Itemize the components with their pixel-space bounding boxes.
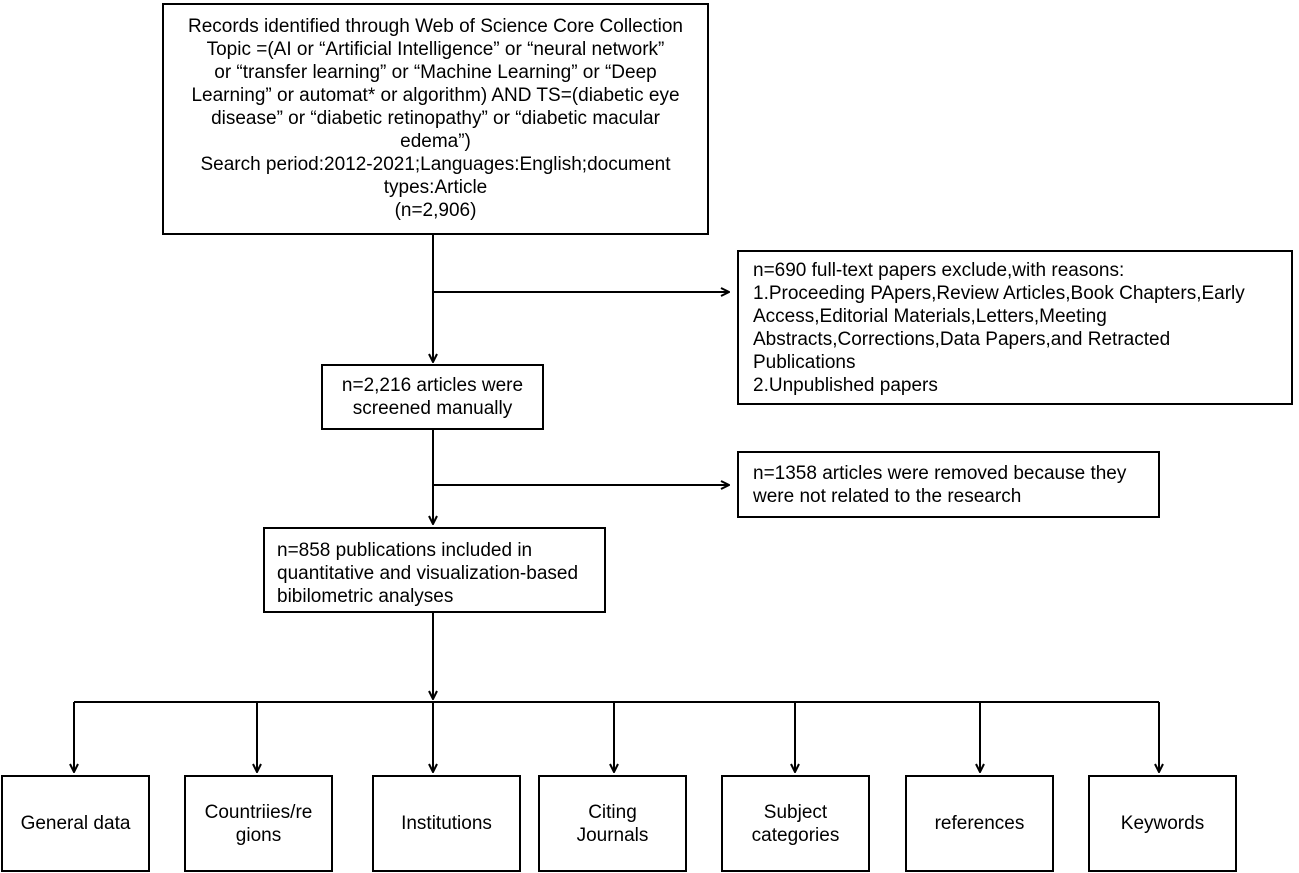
category-label: Subject bbox=[763, 801, 828, 823]
exclusion-line: Access,Editorial Materials,Letters,Meeti… bbox=[753, 306, 1107, 327]
category-label: General data bbox=[20, 813, 131, 834]
identification-count: (n=2,906) bbox=[394, 200, 477, 221]
identification-line: types:Article bbox=[383, 177, 488, 198]
category-label: Citing bbox=[588, 801, 637, 823]
screened-line: n=2,216 articles were bbox=[341, 375, 524, 396]
exclusion-box-unrelated: n=1358 articles were removed because the… bbox=[737, 451, 1160, 518]
category-label: categories bbox=[751, 824, 840, 846]
category-label: Keywords bbox=[1120, 813, 1205, 834]
category-label: Institutions bbox=[401, 813, 492, 834]
identification-line: Learning” or automat* or algorithm) AND … bbox=[191, 85, 680, 106]
category-label: Countriies/re bbox=[204, 801, 313, 823]
screened-line: screened manually bbox=[352, 398, 513, 419]
exclusion-line: 1.Proceeding PApers,Review Articles,Book… bbox=[753, 283, 1245, 304]
identification-line: disease” or “diabetic retinopathy” or “d… bbox=[211, 108, 660, 129]
identification-line: or “transfer learning” or “Machine Learn… bbox=[214, 62, 657, 83]
category-box-references: references bbox=[905, 775, 1054, 872]
exclusion-box-full-text: n=690 full-text papers exclude,with reas… bbox=[737, 250, 1293, 405]
identification-box: Records identified through Web of Scienc… bbox=[162, 3, 709, 235]
category-box-subject-categories: Subject categories bbox=[721, 775, 870, 872]
exclusion-line: n=690 full-text papers exclude,with reas… bbox=[753, 260, 1125, 281]
category-label: gions bbox=[235, 824, 282, 846]
included-line: quantitative and visualization-based bbox=[277, 563, 579, 584]
identification-line: Records identified through Web of Scienc… bbox=[188, 16, 683, 37]
exclusion-line: n=1358 articles were removed because the… bbox=[753, 463, 1127, 484]
screened-box: n=2,216 articles were screened manually bbox=[321, 364, 544, 430]
category-label: references bbox=[934, 813, 1025, 834]
included-box: n=858 publications included in quantitat… bbox=[263, 527, 606, 613]
exclusion-line: were not related to the research bbox=[753, 486, 1022, 507]
exclusion-line: Abstracts,Corrections,Data Papers,and Re… bbox=[753, 329, 1171, 350]
category-box-keywords: Keywords bbox=[1088, 775, 1237, 872]
category-box-countries-regions: Countriies/re gions bbox=[184, 775, 333, 872]
category-box-general-data: General data bbox=[1, 775, 150, 872]
identification-line: edema”) bbox=[400, 131, 471, 152]
exclusion-line: Publications bbox=[753, 352, 856, 373]
identification-line: Topic =(AI or “Artificial Intelligence” … bbox=[206, 39, 665, 60]
included-line: bibilometric analyses bbox=[277, 586, 454, 607]
included-line: n=858 publications included in bbox=[277, 540, 533, 561]
identification-line: Search period:2012-2021;Languages:Englis… bbox=[200, 154, 671, 175]
category-box-citing-journals: Citing Journals bbox=[538, 775, 687, 872]
category-label: Journals bbox=[576, 824, 649, 846]
category-box-institutions: Institutions bbox=[372, 775, 521, 872]
exclusion-line: 2.Unpublished papers bbox=[753, 375, 938, 396]
